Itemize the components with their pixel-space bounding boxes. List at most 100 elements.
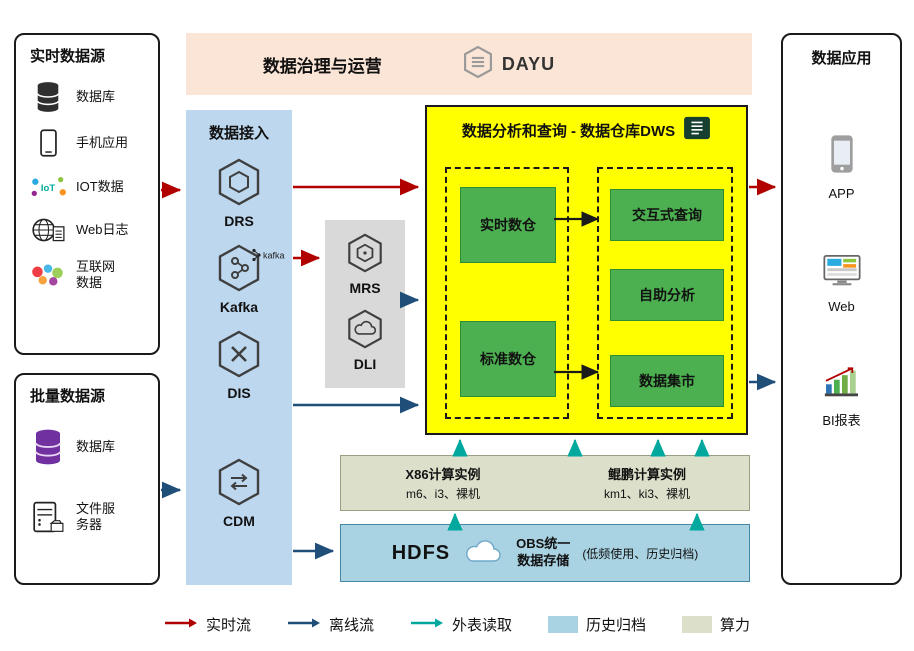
compute-swatch (682, 616, 713, 633)
hdfs-label: HDFS (391, 541, 451, 564)
obs-label: OBS统一 数据存储 (516, 536, 570, 570)
document-list-icon (683, 116, 711, 144)
service-label: Kafka (219, 299, 259, 315)
list-item: 互联网数据 (16, 259, 158, 292)
internet-cloud-icon (28, 261, 68, 289)
hexagon-dli-icon (346, 308, 384, 355)
obs-line1: OBS统一 (516, 536, 571, 552)
legend-label: 实时流 (205, 617, 251, 634)
item-label: 互联网数据 (76, 259, 116, 291)
kafka-logo: kafka (250, 247, 288, 268)
node-standard-warehouse: 标准数仓 (460, 321, 556, 397)
item-label: IOT数据 (76, 178, 124, 194)
blue-arrow-icon (287, 616, 321, 633)
svg-text:IoT: IoT (41, 183, 55, 194)
dws-title: 数据分析和查询 - 数据仓库DWS (461, 122, 676, 140)
legend-item-realtime: 实时流 (164, 614, 251, 635)
batch-sources-title: 批量数据源 (30, 388, 106, 405)
dayu-brand-label: DAYU (501, 53, 556, 74)
list-item: 数据库 (16, 81, 158, 113)
storage-box: HDFS OBS统一 数据存储 (低频使用、历史归档) (340, 524, 750, 582)
item-label: Web (828, 299, 855, 314)
service-label: DRS (224, 213, 254, 229)
smartphone-icon (830, 134, 854, 179)
warehouse-group: 实时数仓 标准数仓 (445, 167, 569, 419)
legend: 实时流 离线流 外表读取 历史归档 算力 (0, 614, 914, 635)
item-label: 手机应用 (76, 134, 129, 150)
list-item: 文件服务器 (16, 500, 158, 534)
realtime-sources-panel: 实时数据源 数据库 手机应用 (14, 33, 160, 355)
svg-text:kafka: kafka (263, 251, 285, 261)
legend-item-offline: 离线流 (287, 614, 374, 635)
list-item: 手机应用 (16, 128, 158, 158)
applications-title: 数据应用 (811, 50, 872, 67)
legend-item-external-read: 外表读取 (410, 614, 512, 635)
archive-swatch (548, 616, 578, 633)
service-label: MRS (349, 280, 381, 296)
kunpeng-title: 鲲鹏计算实例 (607, 467, 686, 482)
item-label: Web日志 (76, 221, 129, 237)
governance-title: 数据治理与运营 (262, 56, 382, 76)
dws-analytics-box: 数据分析和查询 - 数据仓库DWS 实时数仓 标准数仓 交互式查询 自助分析 (425, 105, 748, 435)
governance-banner: 数据治理与运营 DAYU (186, 33, 752, 95)
services-group: 交互式查询 自助分析 数据集市 (597, 167, 733, 419)
item-label: APP (828, 186, 855, 201)
applications-panel: 数据应用 APP (781, 33, 902, 585)
legend-item-archive: 历史归档 (548, 614, 646, 635)
node-label: 自助分析 (639, 287, 695, 303)
database-icon (28, 81, 68, 113)
hexagon-mrs-icon (346, 232, 384, 279)
compute-instances-box: X86计算实例 m6、i3、裸机 鲲鹏计算实例 km1、ki3、裸机 (340, 455, 750, 511)
iot-icon: IoT (28, 173, 68, 201)
globe-page-icon (28, 216, 68, 244)
x86-title: X86计算实例 (405, 467, 481, 482)
node-interactive-query: 交互式查询 (610, 189, 724, 241)
service-label: CDM (223, 513, 255, 529)
node-label: 实时数仓 (480, 217, 536, 233)
x86-compute: X86计算实例 m6、i3、裸机 (341, 464, 545, 502)
service-dli: DLI (346, 308, 384, 372)
batch-sources-panel: 批量数据源 数据库 文件服务器 (14, 373, 160, 585)
data-ingestion-title: 数据接入 (208, 125, 269, 142)
service-drs: DRS (216, 157, 262, 229)
phone-icon (28, 128, 68, 158)
obs-line2: 数据存储 (517, 553, 570, 568)
list-item: 数据库 (16, 428, 158, 466)
bar-chart-icon (822, 366, 862, 403)
kunpeng-spec: km1、ki3、裸机 (603, 487, 690, 501)
hexagon-lines-icon (462, 45, 494, 84)
legend-label: 离线流 (328, 617, 374, 634)
list-item: IoT IOT数据 (16, 173, 158, 201)
node-label: 交互式查询 (632, 207, 702, 223)
item-label: 文件服务器 (76, 500, 116, 532)
list-item: Web日志 (16, 216, 158, 244)
node-self-service-analysis: 自助分析 (610, 269, 724, 321)
legend-label: 历史归档 (586, 617, 647, 634)
node-label: 数据集市 (639, 373, 695, 389)
list-item: APP (783, 134, 900, 201)
teal-arrow-icon (410, 616, 444, 633)
legend-label: 外表读取 (451, 617, 512, 634)
database-purple-icon (28, 428, 68, 466)
node-data-mart: 数据集市 (610, 355, 724, 407)
storage-note: (低频使用、历史归档) (582, 546, 699, 561)
processing-box: MRS DLI (325, 220, 405, 388)
node-label: 标准数仓 (480, 351, 536, 367)
dayu-brand: DAYU (462, 45, 555, 84)
kunpeng-compute: 鲲鹏计算实例 km1、ki3、裸机 (545, 464, 749, 502)
hexagon-dis-icon (216, 329, 262, 384)
hexagon-cdm-icon (216, 457, 262, 512)
cloud-icon (462, 537, 504, 570)
item-label: 数据库 (76, 88, 116, 104)
dws-title-row: 数据分析和查询 - 数据仓库DWS (427, 116, 746, 144)
hexagon-drs-icon (216, 157, 262, 212)
item-label: BI报表 (822, 413, 861, 428)
service-label: DIS (227, 385, 251, 401)
service-mrs: MRS (346, 232, 384, 296)
service-cdm: CDM (216, 457, 262, 529)
x86-spec: m6、i3、裸机 (405, 487, 480, 501)
legend-item-compute: 算力 (682, 614, 750, 635)
service-kafka: kafka Kafka (216, 243, 285, 315)
legend-label: 算力 (720, 617, 751, 634)
